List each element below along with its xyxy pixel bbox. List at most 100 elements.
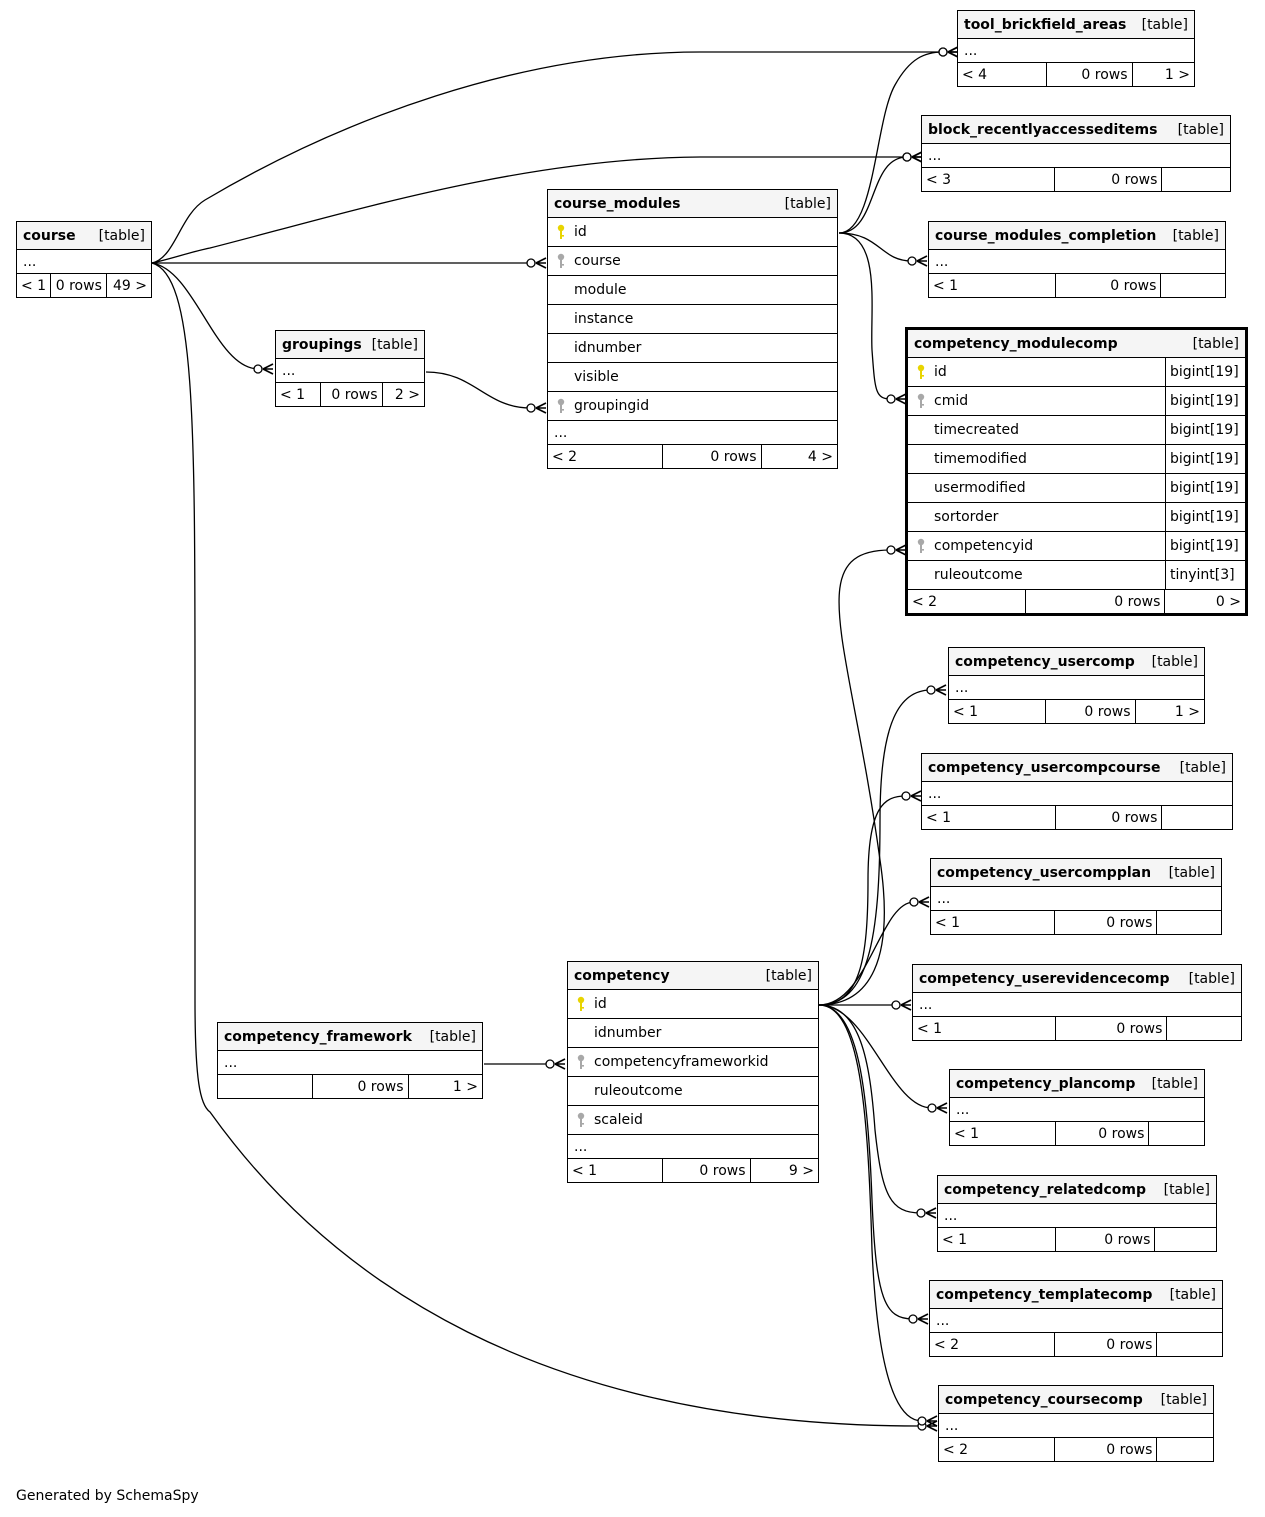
column-row[interactable]: ruleoutcome xyxy=(568,1077,818,1106)
column-type: bigint[19] xyxy=(1165,416,1245,444)
table-name: competency_userevidencecomp xyxy=(919,970,1170,987)
column-type: bigint[19] xyxy=(1165,445,1245,473)
row-count: 0 rows xyxy=(1056,1017,1168,1040)
column-name: competencyid xyxy=(934,538,1034,554)
column-name: id xyxy=(574,224,587,240)
table-kind: [table] xyxy=(784,195,831,212)
column-name: idnumber xyxy=(574,340,642,356)
relationship-edge-18 xyxy=(818,1004,914,1320)
column-row[interactable]: idnumber xyxy=(548,334,837,363)
row-count: 0 rows xyxy=(663,445,762,468)
child-count: 1 > xyxy=(452,1078,479,1095)
column-row[interactable]: id xyxy=(548,218,837,247)
table-competency-userevidencecomp[interactable]: competency_userevidencecomp [table]...< … xyxy=(912,964,1242,1041)
table-header: competency [table] xyxy=(568,962,818,990)
zero-cardinality-mark xyxy=(917,1416,927,1426)
row-count: 0 rows xyxy=(1056,274,1162,297)
column-name: scaleid xyxy=(594,1112,643,1128)
zero-cardinality-mark xyxy=(545,1059,555,1069)
column-type: bigint[19] xyxy=(1165,358,1245,386)
relationship-edge-2 xyxy=(151,156,907,264)
column-row[interactable]: scaleid xyxy=(568,1106,818,1135)
relationship-edge-1 xyxy=(151,51,943,264)
child-count xyxy=(1157,1438,1213,1461)
table-kind: [table] xyxy=(1169,1286,1216,1303)
row-count: 0 rows xyxy=(1056,1228,1156,1251)
parent-count: < 2 xyxy=(548,445,664,468)
more-columns: ... xyxy=(922,782,1232,806)
column-name: module xyxy=(574,282,627,298)
more-columns: ... xyxy=(939,1414,1213,1438)
table-kind: [table] xyxy=(1177,121,1224,138)
zero-cardinality-mark xyxy=(907,256,917,266)
table-header: competency_userevidencecomp [table] xyxy=(913,965,1241,993)
column-row[interactable]: course xyxy=(548,247,837,276)
child-count: 2 > xyxy=(394,386,420,403)
table-kind: [table] xyxy=(429,1028,476,1045)
column-row[interactable]: instance xyxy=(548,305,837,334)
relationship-edge-19 xyxy=(818,1004,923,1422)
table-name: competency_usercompplan xyxy=(937,864,1152,881)
zero-cardinality-mark xyxy=(927,1103,937,1113)
relationship-edge-5 xyxy=(151,262,921,1427)
table-header: competency_coursecomp [table] xyxy=(939,1386,1213,1414)
table-name: tool_brickfield_areas xyxy=(964,16,1127,33)
more-columns: ... xyxy=(950,1098,1204,1122)
column-name: ruleoutcome xyxy=(594,1083,683,1099)
table-name: groupings xyxy=(282,336,362,353)
table-name: competency_usercomp xyxy=(955,653,1135,670)
parent-count: < 3 xyxy=(922,168,1056,191)
zero-cardinality-mark xyxy=(916,1208,926,1218)
many-cardinality-mark xyxy=(918,896,930,908)
column-row[interactable]: groupingid xyxy=(548,392,837,421)
table-header: groupings [table] xyxy=(276,331,424,359)
column-row[interactable]: visible xyxy=(548,363,837,392)
table-name: competency_coursecomp xyxy=(945,1391,1143,1408)
child-count: 0 > xyxy=(1215,593,1242,610)
column-row[interactable]: id xyxy=(568,990,818,1019)
many-cardinality-mark xyxy=(262,363,274,375)
parent-count: < 2 xyxy=(908,590,1026,613)
table-kind: [table] xyxy=(371,336,418,353)
more-columns: ... xyxy=(930,1309,1222,1333)
parent-count: < 1 xyxy=(17,274,51,297)
zero-cardinality-mark xyxy=(938,47,948,57)
table-header: competency_plancomp [table] xyxy=(950,1070,1204,1098)
table-block-recentlyaccesseditems[interactable]: block_recentlyaccesseditems [table]...< … xyxy=(921,115,1231,192)
table-header: competency_relatedcomp [table] xyxy=(938,1176,1216,1204)
column-row[interactable]: idnumber xyxy=(568,1019,818,1048)
foreign-key-icon xyxy=(914,393,928,409)
foreign-key-icon xyxy=(554,253,568,269)
child-count xyxy=(1162,806,1232,829)
column-row[interactable]: competencyframeworkid xyxy=(568,1048,818,1077)
column-row[interactable]: module xyxy=(548,276,837,305)
many-cardinality-mark xyxy=(926,1415,938,1427)
